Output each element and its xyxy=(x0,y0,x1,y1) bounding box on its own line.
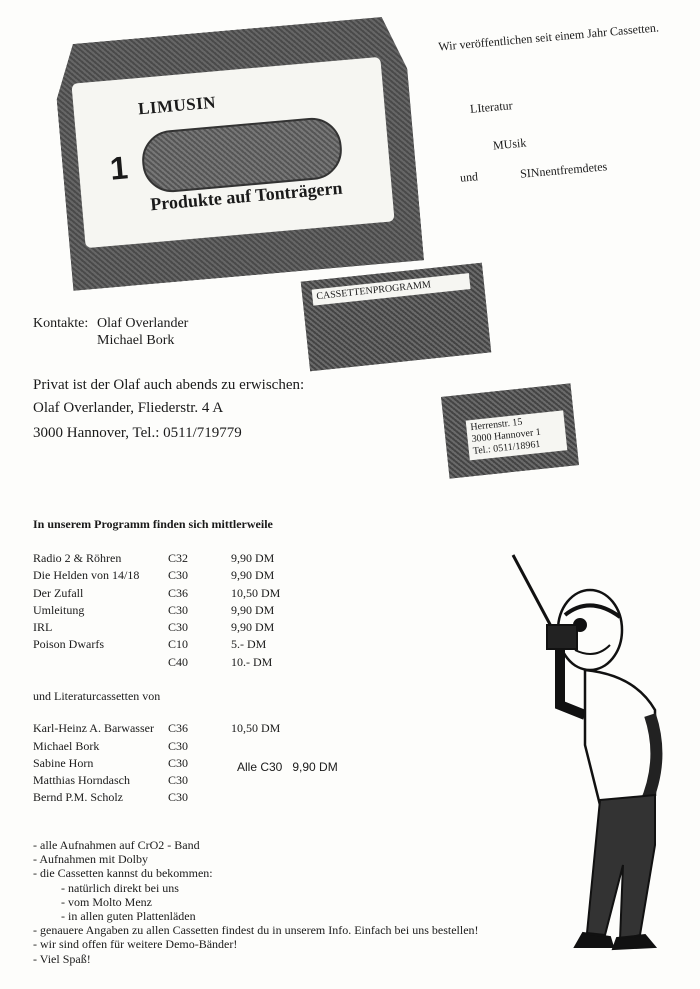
all-c30-price: Alle C30 9,90 DM xyxy=(237,760,338,774)
cassette-title: IRL xyxy=(33,620,53,634)
cassette-title: Der Zufall xyxy=(33,586,84,600)
cassette-type: C32 xyxy=(168,551,189,565)
author-name: Sabine Horn xyxy=(33,756,94,770)
cassette-title: Radio 2 & Röhren xyxy=(33,551,122,565)
cassette-title: Poison Dwarfs xyxy=(33,637,104,651)
author-name: Michael Bork xyxy=(33,739,100,753)
note-item: - Aufnahmen mit Dolby xyxy=(33,852,148,867)
acronym-sinnentfremdetes: SINnentfremdetes xyxy=(519,159,608,181)
cassette-type: C30 xyxy=(168,568,189,582)
contact-name: Michael Bork xyxy=(97,333,175,348)
cassette-type: C30 xyxy=(168,773,189,787)
address-stamp-text: Herrenstr. 15 3000 Hannover 1 Tel.: 0511… xyxy=(465,410,568,461)
list-item: Poison Dwarfs C10 5.- DM xyxy=(33,637,323,654)
list-item: Die Helden von 14/18 C30 9,90 DM xyxy=(33,568,323,585)
tagline: Wir veröffentlichen seit einem Jahr Cass… xyxy=(437,20,660,54)
contact-name: Olaf Overlander xyxy=(97,316,189,331)
private-intro: Privat ist der Olaf auch abends zu erwis… xyxy=(33,377,305,393)
cassette-price: 9,90 DM xyxy=(231,568,275,582)
author-name: Matthias Horndasch xyxy=(33,773,130,787)
cassette-price: 10,50 DM xyxy=(231,721,281,735)
man-with-radio-illustration xyxy=(511,554,663,951)
private-address: Olaf Overlander, Fliederstr. 4 A xyxy=(33,400,224,416)
note-item: - genauere Angaben zu allen Cassetten fi… xyxy=(33,923,479,938)
cassette-title: Die Helden von 14/18 xyxy=(33,568,140,582)
cassette-price: 9,90 DM xyxy=(231,603,275,617)
acronym-und: und xyxy=(459,169,479,185)
author-name: Karl-Heinz A. Barwasser xyxy=(33,721,154,735)
cassette-type: C30 xyxy=(168,603,189,617)
address-stamp: Herrenstr. 15 3000 Hannover 1 Tel.: 0511… xyxy=(441,383,579,479)
note-item: - in allen guten Plattenläden xyxy=(61,909,196,924)
list-item: Bernd P.M. Scholz C30 xyxy=(33,790,323,807)
note-item: - vom Molto Menz xyxy=(61,894,152,909)
program-stamp-label: CASSETTENPROGRAMM xyxy=(311,273,471,306)
list-item: C40 10.- DM xyxy=(33,655,323,672)
cassette-price: 5.- DM xyxy=(231,637,267,651)
cassette-price: 9,90 DM xyxy=(231,620,275,634)
cassette-type: C36 xyxy=(168,721,189,735)
cassette-type: C10 xyxy=(168,637,189,651)
cassette-price: 10,50 DM xyxy=(231,586,281,600)
cassette-price: 10.- DM xyxy=(231,655,273,669)
list-item: Karl-Heinz A. Barwasser C36 10,50 DM xyxy=(33,721,323,738)
note-item: - natürlich direkt bei uns xyxy=(61,880,179,895)
list-item: Umleitung C30 9,90 DM xyxy=(33,603,323,620)
cassette-type: C40 xyxy=(168,655,189,669)
cassette-title: Umleitung xyxy=(33,603,85,617)
cassette-number: 1 xyxy=(108,149,130,187)
cassette-price: 9,90 DM xyxy=(231,551,275,565)
note-item: - alle Aufnahmen auf CrO2 - Band xyxy=(33,838,200,852)
note-item: - wir sind offen für weitere Demo-Bänder… xyxy=(33,937,238,952)
list-item: Der Zufall C36 10,50 DM xyxy=(33,586,323,603)
literature-heading: und Literaturcassetten von xyxy=(33,689,161,703)
program-heading: In unserem Programm finden sich mittlerw… xyxy=(33,517,273,531)
cassette-type: C36 xyxy=(168,586,189,600)
cassette-type: C30 xyxy=(168,739,189,753)
cassette-type: C30 xyxy=(168,756,189,770)
cassette-type: C30 xyxy=(168,620,189,634)
list-item: Radio 2 & Röhren C32 9,90 DM xyxy=(33,551,323,568)
list-item: Matthias Horndasch C30 xyxy=(33,773,323,790)
note-item: - Viel Spaß! xyxy=(33,951,91,966)
author-name: Bernd P.M. Scholz xyxy=(33,790,123,804)
list-item: Michael Bork C30 xyxy=(33,739,323,756)
contacts-label: Kontakte: xyxy=(33,316,89,331)
cassette-type: C30 xyxy=(168,790,189,804)
private-city-phone: 3000 Hannover, Tel.: 0511/719779 xyxy=(33,425,242,441)
acronym-musik: MUsik xyxy=(492,135,527,153)
list-item: Sabine Horn C30 xyxy=(33,756,323,773)
list-item: IRL C30 9,90 DM xyxy=(33,620,323,637)
acronym-literatur: LIteratur xyxy=(469,98,514,116)
program-stamp: CASSETTENPROGRAMM xyxy=(300,262,492,372)
notes-list: - alle Aufnahmen auf CrO2 - Band - Aufna… xyxy=(33,838,479,966)
note-item: - die Cassetten kannst du bekommen: xyxy=(33,866,213,881)
